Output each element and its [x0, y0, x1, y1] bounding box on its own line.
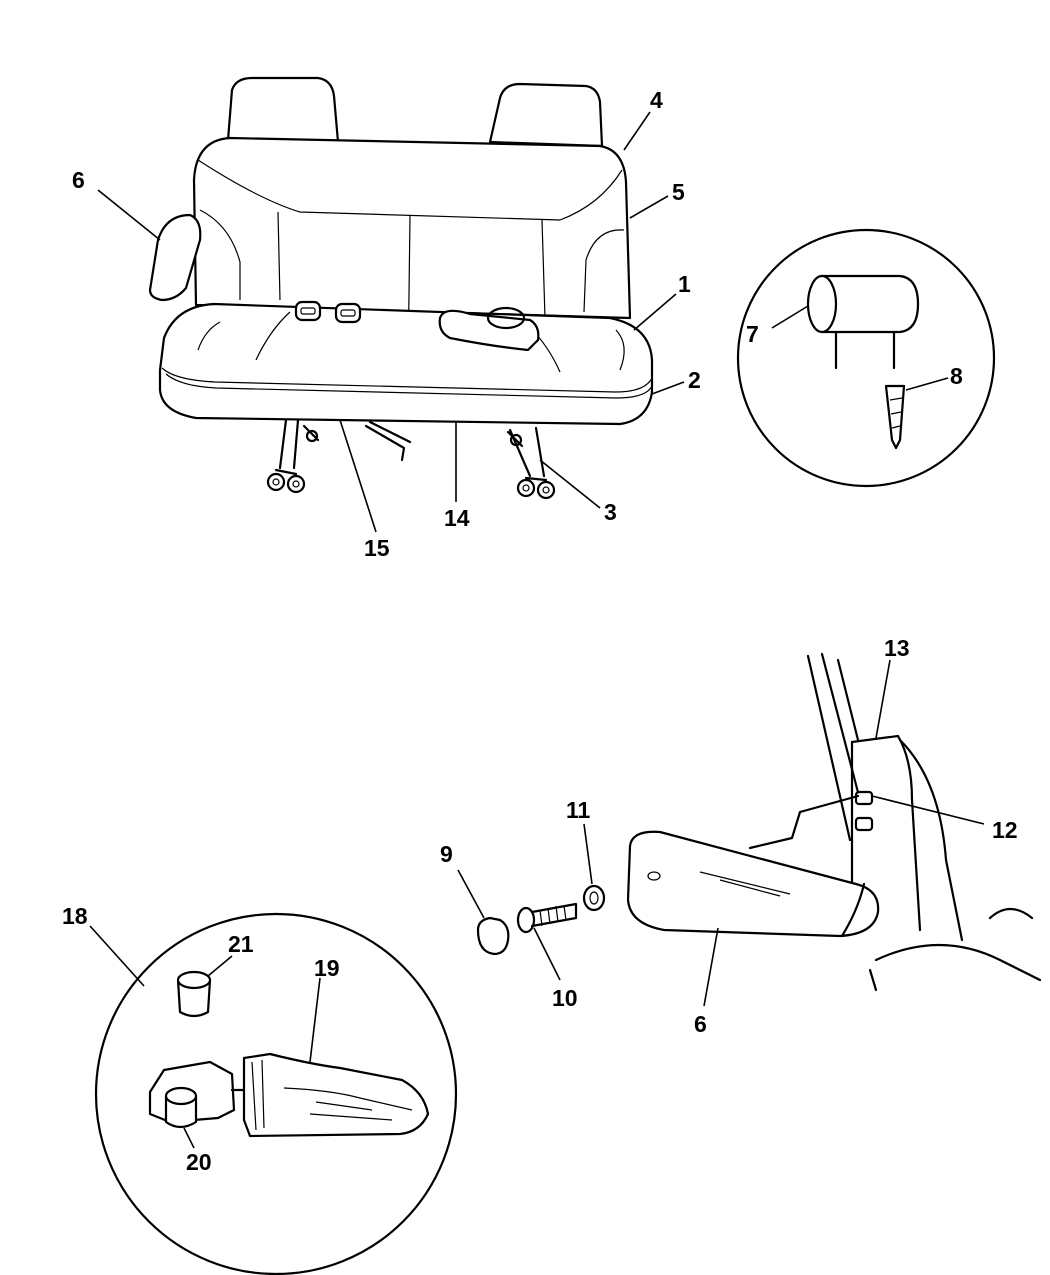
callout-13: 13 — [884, 635, 910, 661]
callout-15: 15 — [364, 535, 390, 561]
headrest-left — [226, 76, 340, 144]
callout-6-bottom: 6 — [694, 1011, 707, 1037]
headrest-detail: 7 8 — [736, 228, 996, 488]
armrest-body — [626, 830, 880, 938]
callout-3: 3 — [604, 499, 617, 525]
callout-4: 4 — [650, 87, 663, 113]
bench-seat-callouts: 6 4 5 1 2 3 14 15 — [72, 87, 701, 561]
headrest-detail-body — [820, 274, 920, 334]
callout-21: 21 — [228, 931, 254, 957]
seat-cushion — [158, 302, 654, 426]
bench-seat-assembly — [148, 76, 654, 500]
callout-19: 19 — [314, 955, 340, 981]
cup-insert — [176, 978, 212, 1018]
callout-10: 10 — [552, 985, 578, 1011]
callout-8: 8 — [950, 363, 963, 389]
headrest-right — [488, 82, 604, 148]
cupholder-detail: 18 21 19 20 — [62, 903, 458, 1275]
callout-1: 1 — [678, 271, 691, 297]
seat-back — [192, 136, 632, 320]
callout-20: 20 — [186, 1149, 212, 1175]
screw-part — [516, 902, 578, 934]
callout-11: 11 — [566, 797, 591, 823]
seat-legs — [266, 418, 556, 500]
cupholder-tray — [242, 1052, 430, 1138]
washer-part — [582, 884, 606, 912]
callout-14: 14 — [444, 505, 470, 531]
callout-12: 12 — [992, 817, 1018, 843]
cap-part — [476, 916, 510, 956]
callout-9: 9 — [440, 841, 453, 867]
armrest-exploded: 9 10 11 12 13 6 — [440, 635, 1042, 1037]
seat-armrest — [148, 213, 202, 302]
headrest-guide — [884, 384, 906, 450]
callout-6-top: 6 — [72, 167, 85, 193]
callout-18: 18 — [62, 903, 88, 929]
callout-5: 5 — [672, 179, 685, 205]
callout-2: 2 — [688, 367, 701, 393]
callout-7: 7 — [746, 321, 759, 347]
